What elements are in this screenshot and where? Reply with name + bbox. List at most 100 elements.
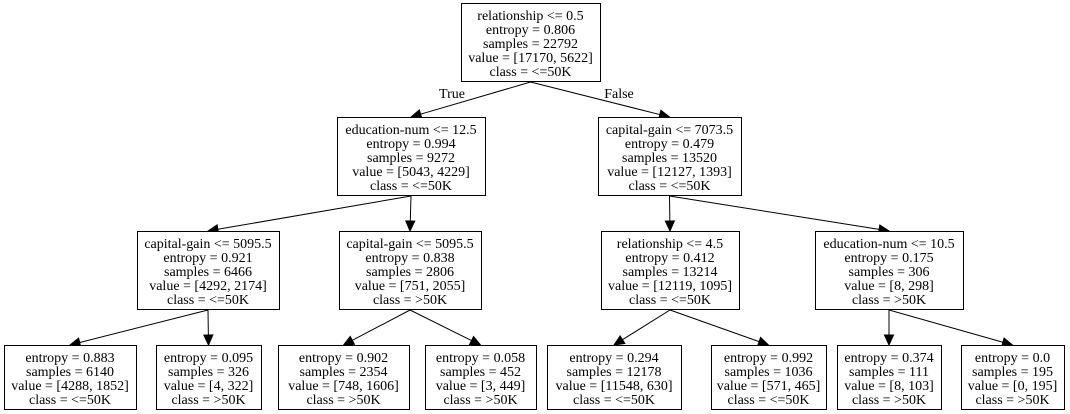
node-text-line: value = [4288, 1852] — [11, 379, 129, 394]
node-text-line: value = [11548, 630] — [555, 379, 672, 394]
node-box — [156, 345, 262, 410]
node-text-line: entropy = 0.883 — [25, 351, 114, 366]
node-box — [339, 231, 482, 310]
node-text-line: capital-gain <= 7073.5 — [606, 123, 733, 138]
node-text-line: samples = 2806 — [366, 265, 454, 280]
node-text-line: education-num <= 12.5 — [345, 123, 476, 138]
node-text-line: capital-gain <= 5095.5 — [144, 237, 271, 252]
edge-label: True — [439, 87, 465, 102]
node-box — [815, 231, 964, 310]
node-text-line: class = >50K — [852, 393, 926, 408]
node-text-line: entropy = 0.479 — [625, 137, 714, 152]
node-box — [711, 345, 827, 410]
node-text-line: class = <=50K — [489, 65, 571, 80]
node-text-line: education-num <= 10.5 — [823, 237, 954, 252]
node-box — [425, 345, 537, 410]
node-text-line: class = >50K — [306, 393, 380, 408]
node-text-line: class = <=50K — [727, 393, 809, 408]
edges-layer: True False — [68, 81, 1014, 348]
node-text-line: entropy = 0.175 — [844, 251, 933, 266]
node-box — [601, 231, 740, 310]
node-box — [598, 117, 742, 196]
node-text-line: relationship <= 0.5 — [477, 9, 583, 24]
node-text-line: samples = 22792 — [483, 37, 578, 52]
node-box — [547, 345, 682, 410]
node-text-line: class = <=50K — [29, 393, 111, 408]
node-text-line: class = >50K — [171, 393, 245, 408]
arrowhead-icon — [405, 220, 416, 233]
node-box — [461, 3, 601, 82]
arrowhead-icon — [883, 334, 895, 347]
node-text-line: value = [8, 298] — [844, 279, 934, 294]
edge-line — [669, 195, 880, 230]
node-text-line: samples = 13214 — [623, 265, 718, 280]
arrowhead-icon — [203, 334, 214, 347]
edge-line — [530, 81, 660, 116]
node-box — [137, 231, 280, 310]
node-box — [278, 345, 410, 410]
node-text-line: class = <=50K — [628, 179, 710, 194]
node-text-line: value = [751, 2055] — [355, 279, 466, 294]
node-text-line: value = [4, 322] — [164, 379, 254, 394]
edge-line — [352, 309, 411, 341]
node-text-line: samples = 6140 — [26, 365, 114, 380]
node-text-line: samples = 195 — [972, 365, 1053, 380]
node-text-line: value = [4292, 2174] — [149, 279, 267, 294]
arrowhead-icon — [468, 335, 482, 346]
node-text-line: entropy = 0.058 — [436, 351, 525, 366]
edge-line — [409, 309, 472, 342]
node-text-line: class = >50K — [975, 393, 1049, 408]
node-text-line: value = [748, 1606] — [288, 379, 399, 394]
node-text-line: samples = 13520 — [622, 151, 717, 166]
edge-line — [888, 309, 1004, 343]
arrowhead-icon — [612, 334, 626, 346]
node-text-line: entropy = 0.838 — [365, 251, 454, 266]
node-text-line: samples = 1036 — [725, 365, 813, 380]
node-text-line: samples = 111 — [849, 365, 929, 380]
node-text-line: value = [3, 449] — [436, 379, 526, 394]
node-box — [337, 117, 486, 196]
node-text-line: entropy = 0.374 — [844, 351, 933, 366]
node-text-line: class = >50K — [852, 293, 926, 308]
node-text-line: samples = 326 — [168, 365, 249, 380]
node-text-line: entropy = 0.095 — [164, 351, 253, 366]
edge-label: False — [604, 87, 634, 102]
node-box — [837, 345, 942, 410]
node-text-line: relationship <= 4.5 — [617, 237, 723, 252]
node-text-line: value = [0, 195] — [968, 379, 1058, 394]
node-text-line: class = <=50K — [167, 293, 249, 308]
node-text-line: samples = 6466 — [164, 265, 252, 280]
node-text-line: entropy = 0.412 — [625, 251, 714, 266]
node-text-line: class = <=50K — [629, 293, 711, 308]
node-text-line: entropy = 0.902 — [299, 351, 388, 366]
node-text-line: value = [571, 465] — [717, 379, 821, 394]
node-text-line: value = [12119, 1095] — [608, 279, 732, 294]
edge-line — [669, 309, 760, 343]
node-text-line: samples = 12178 — [567, 365, 662, 380]
node-text-line: samples = 2354 — [300, 365, 388, 380]
edge-line — [420, 81, 531, 115]
node-text-line: class = >50K — [443, 393, 517, 408]
node-text-line: value = [8, 103] — [844, 379, 934, 394]
edge-line — [79, 309, 209, 344]
node-text-line: value = [17170, 5622] — [468, 51, 593, 66]
node-box — [961, 345, 1065, 410]
node-text-line: capital-gain <= 5095.5 — [346, 237, 473, 252]
node-box — [4, 345, 137, 410]
edge-line — [622, 309, 671, 341]
edge-line — [409, 195, 412, 222]
